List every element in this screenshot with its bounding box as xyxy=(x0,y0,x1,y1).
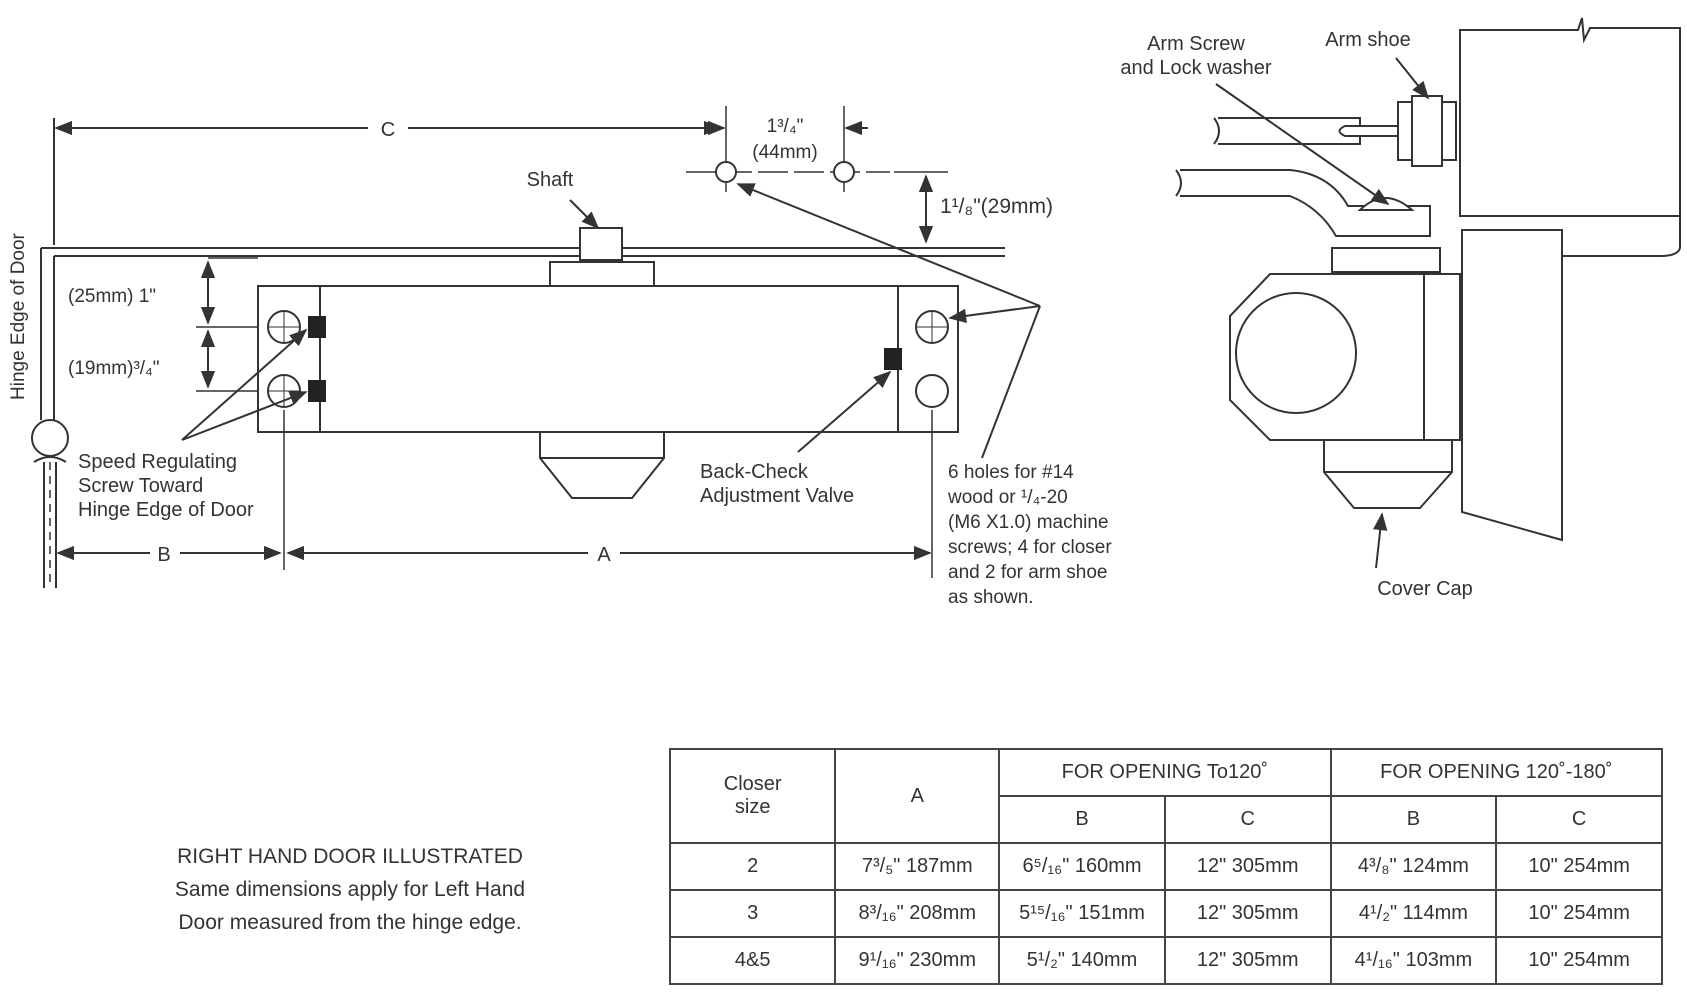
table-cell: 2 xyxy=(668,842,837,891)
speed-regulating-screws xyxy=(308,316,326,402)
back-check-valve xyxy=(884,348,902,370)
dimension-44mm xyxy=(686,106,890,192)
table-cell: 9¹/₁₆" 230mm xyxy=(834,936,1001,985)
speed-label-1: Speed Regulating xyxy=(78,451,237,473)
dim-25mm-label: (25mm) 1" xyxy=(68,286,156,307)
table-cell: 12" 305mm xyxy=(1163,936,1332,985)
dimension-b-a xyxy=(56,410,933,578)
closer-side-view xyxy=(1229,229,1563,542)
cover-cap-label: Cover Cap xyxy=(1377,578,1473,600)
speed-screw-leaders xyxy=(181,328,308,441)
right-hand-door-note: RIGHT HAND DOOR ILLUSTRATED Same dimensi… xyxy=(130,840,570,939)
table-cell: 3 xyxy=(668,889,837,938)
arm-shoe-leader xyxy=(1395,57,1430,100)
dim-44mm-label: (44mm) xyxy=(752,142,817,163)
header-opening-120: FOR OPENING To120˚ xyxy=(998,748,1332,797)
table-cell: 4¹/₁₆" 103mm xyxy=(1329,936,1498,985)
table-cell: 4³/₈" 124mm xyxy=(1329,842,1498,891)
speed-label-3: Hinge Edge of Door xyxy=(78,499,254,521)
header-a: A xyxy=(834,748,1001,844)
table-row: 3 8³/₁₆" 208mm 5¹⁵/₁₆" 151mm 12" 305mm 4… xyxy=(668,889,1663,938)
table-row: 4&5 9¹/₁₆" 230mm 5¹/₂" 140mm 12" 305mm 4… xyxy=(668,936,1663,985)
closer-dimension-table: Closer size A FOR OPENING To120˚ FOR OPE… xyxy=(668,748,1664,985)
dim-1-3-4-label: 1³/₄" xyxy=(767,116,804,137)
dimension-29mm xyxy=(894,171,948,244)
dimension-25-19mm xyxy=(196,257,258,392)
holes-label-1: 6 holes for #14 xyxy=(948,462,1074,483)
table-cell: 12" 305mm xyxy=(1163,889,1332,938)
table-cell: 5¹⁵/₁₆" 151mm xyxy=(998,889,1166,938)
hinge-edge-label: Hinge Edge of Door xyxy=(8,232,29,400)
holes-label-5: and 2 for arm shoe xyxy=(948,562,1107,583)
header-opening-120-180: FOR OPENING 120˚-180˚ xyxy=(1329,748,1664,797)
header-closer-size: Closer size xyxy=(668,748,837,844)
holes-label-2: wood or ¹/₄-20 xyxy=(947,487,1068,508)
holes-label-6: as shown. xyxy=(948,587,1034,608)
table-cell: 4¹/₂" 114mm xyxy=(1329,889,1498,938)
holes-label-3: (M6 X1.0) machine xyxy=(948,512,1109,533)
note-line-1: RIGHT HAND DOOR ILLUSTRATED xyxy=(177,845,523,868)
dim-b-label: B xyxy=(157,544,170,566)
table-row: 2 7³/₅" 187mm 6⁵/₁₆" 160mm 12" 305mm 4³/… xyxy=(668,842,1663,891)
dim-c-label: C xyxy=(381,119,395,141)
table-cell: 8³/₁₆" 208mm xyxy=(834,889,1001,938)
header-b-180: B xyxy=(1329,795,1498,844)
table-cell: 7³/₅" 187mm xyxy=(834,842,1001,891)
dim-29mm-label: 1¹/₈"(29mm) xyxy=(940,195,1053,218)
header-closer-size-line-2: size xyxy=(734,796,771,818)
note-line-3: Door measured from the hinge edge. xyxy=(178,911,522,934)
door-hinge-edge xyxy=(31,118,1005,588)
back-check-leader xyxy=(797,370,892,453)
back-check-label-1: Back-Check xyxy=(700,461,809,483)
door-frame-top xyxy=(1459,17,1681,257)
arm-screw-leader xyxy=(1215,83,1390,206)
arm-screw-label-2: and Lock washer xyxy=(1120,57,1272,79)
holes-leaders xyxy=(736,183,1041,459)
dim-19mm-label: (19mm)³/₄" xyxy=(68,358,160,379)
table-cell: 4&5 xyxy=(668,936,837,985)
table-cell: 6⁵/₁₆" 160mm xyxy=(998,842,1166,891)
arm-screw-label-1: Arm Screw xyxy=(1147,33,1245,55)
speed-label-2: Screw Toward xyxy=(78,475,203,497)
table-header-row-2: B C B C xyxy=(670,795,1663,844)
dim-a-label: A xyxy=(597,544,611,566)
table-cell: 5¹/₂" 140mm xyxy=(998,936,1166,985)
table-cell: 10" 254mm xyxy=(1495,936,1663,985)
arm-assembly xyxy=(1175,95,1457,237)
header-c-120: C xyxy=(1163,795,1332,844)
table-header-row-1: Closer size A FOR OPENING To120˚ FOR OPE… xyxy=(668,748,1664,844)
header-closer-size-line-1: Closer xyxy=(723,773,782,795)
cover-cap-leader xyxy=(1373,512,1388,569)
closer-shaft xyxy=(549,199,655,287)
closer-body xyxy=(257,285,959,499)
table-cell: 12" 305mm xyxy=(1163,842,1332,891)
header-b-120: B xyxy=(998,795,1166,844)
shaft-label: Shaft xyxy=(527,169,574,191)
header-c-180: C xyxy=(1495,795,1663,844)
back-check-label-2: Adjustment Valve xyxy=(700,485,854,507)
note-line-2: Same dimensions apply for Left Hand xyxy=(174,878,526,901)
table-cell: 10" 254mm xyxy=(1495,842,1663,891)
table-cell: 10" 254mm xyxy=(1495,889,1663,938)
arm-shoe-label: Arm shoe xyxy=(1325,29,1411,51)
holes-label-4: screws; 4 for closer xyxy=(948,537,1112,558)
